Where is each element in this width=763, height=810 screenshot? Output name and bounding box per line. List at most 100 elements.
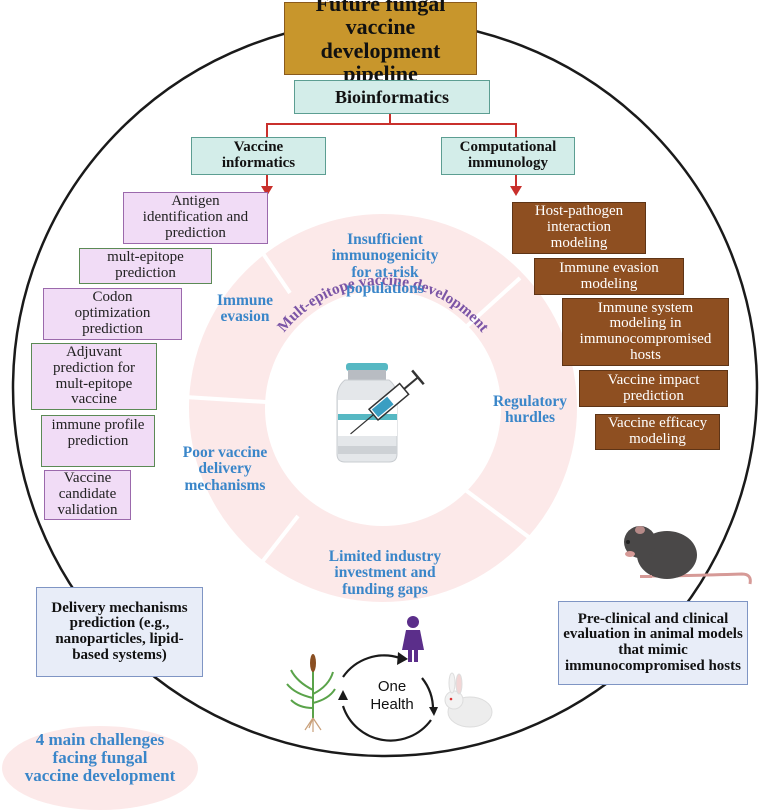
item-text: Vaccine efficacy (607, 415, 708, 432)
challenge-text: Poor vaccine (182, 444, 268, 461)
item-text: interaction (546, 219, 612, 236)
title-line: Future fungal (315, 0, 446, 17)
item-text: identification and (142, 209, 249, 226)
ring-separators (184, 215, 532, 582)
item-text: Immune evasion (559, 259, 659, 276)
item-text: Vaccine impact (607, 371, 700, 388)
note-text: that mimic (618, 642, 688, 658)
connector-lines (266, 113, 517, 188)
mouse-icon (624, 526, 752, 585)
note-text: immunocompromised hosts (564, 657, 741, 674)
title-line: vaccine development (320, 14, 441, 63)
challenge-text: Regulatory (492, 393, 568, 410)
item-text: mult-epitope (107, 249, 184, 266)
item-text: vaccine (71, 391, 117, 408)
item-text: Immune system (597, 299, 694, 316)
item-text: immunocompromised (579, 331, 712, 347)
note-text: based systems) (72, 646, 167, 663)
branch-label: immunology (467, 155, 548, 171)
challenge-text: immunogenicity (331, 247, 439, 265)
branch-label: informatics (221, 155, 296, 171)
item-text: prediction (115, 265, 176, 281)
cycle-arrow-1 (397, 652, 408, 665)
pipeline-title: Future fungal vaccine development pipeli… (284, 0, 477, 85)
plant-icon (286, 654, 336, 732)
item-text: Codon (92, 289, 133, 306)
item-text: modeling (580, 275, 638, 292)
challenge-text: Limited industry (328, 548, 442, 565)
item-text: immune profile (51, 417, 145, 433)
item-text: prediction (82, 320, 143, 337)
item-text: mult-epitope (55, 375, 133, 392)
challenge-text: investment and (334, 564, 436, 582)
note-text: Delivery mechanisms (51, 599, 188, 616)
item-text: prediction (67, 432, 129, 449)
human-icon (402, 616, 424, 662)
item-text: prediction (165, 224, 226, 241)
bioinformatics-box: Bioinformatics (294, 80, 490, 114)
challenge-text: evasion (220, 308, 270, 326)
one-health-text: Health (370, 696, 414, 713)
item-text: Host-pathogen (534, 203, 624, 220)
item-text: hosts (630, 346, 661, 363)
item-text: optimization (74, 305, 151, 322)
bioinformatics-label: Bioinformatics (335, 86, 449, 107)
item-text: candidate (58, 486, 117, 503)
title-line: pipeline (343, 60, 418, 86)
challenge-text: Insufficient (347, 231, 423, 248)
item-text: modeling in (609, 315, 682, 332)
one-health-text: One (377, 678, 407, 695)
challenge-ring (189, 214, 577, 602)
legend-text: facing fungal (52, 747, 148, 767)
vaccine-vial-syringe-icon (336, 363, 425, 463)
item-text: Vaccine (63, 470, 112, 487)
item-text: modeling (629, 431, 686, 447)
legend-ellipse (2, 726, 198, 810)
note-text: prediction (e.g., (69, 615, 170, 632)
challenge-text: for at-risk (351, 263, 419, 281)
challenge-text: funding gaps (342, 580, 428, 598)
arrow-head-right (510, 186, 522, 196)
note-text: evaluation in animal models (563, 626, 743, 643)
branch-label: Computational (459, 139, 557, 156)
note-text: nanoparticles, lipid- (55, 631, 184, 647)
item-text: Adjuvant (66, 344, 122, 360)
cycle-arrow-2 (429, 707, 438, 716)
challenge-text: hurdles (505, 409, 555, 427)
item-text: prediction for (52, 359, 136, 376)
challenge-text: populations (346, 279, 424, 297)
rabbit-icon (444, 672, 493, 728)
note-text: Pre-clinical and clinical (577, 610, 729, 627)
item-text: modeling (550, 234, 608, 251)
branch-label: Vaccine (233, 139, 284, 156)
challenge-text: Immune (217, 292, 273, 309)
legend-text: vaccine development (24, 765, 176, 785)
cycle-arrow-3 (338, 690, 348, 700)
item-text: validation (57, 501, 118, 518)
item-text: Antigen (171, 193, 220, 210)
challenge-text: delivery (198, 460, 252, 478)
legend-text: 4 main challenges (35, 730, 165, 749)
arrow-head-left (261, 186, 273, 196)
